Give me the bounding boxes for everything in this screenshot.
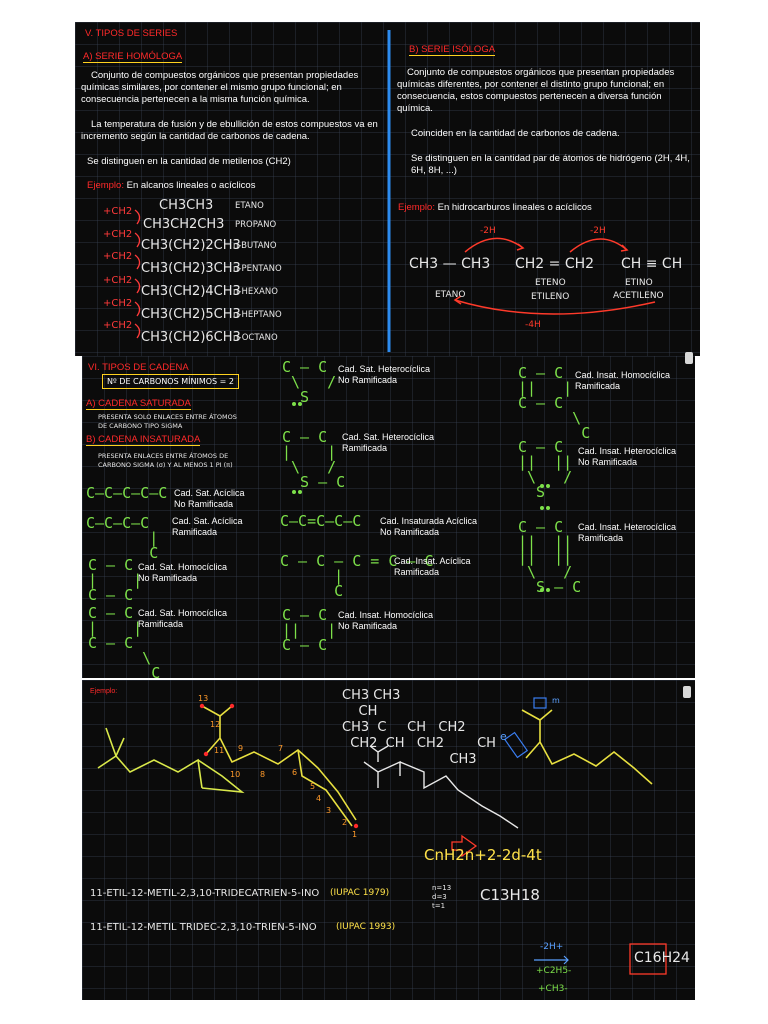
condensed-formula: CH3 CH3 CH CH3 C CH CH2 CH2 CH CH2 CH CH… <box>342 688 496 768</box>
skeletal-sketch-3 <box>522 710 652 784</box>
arrow-label-3: -4H <box>525 320 541 330</box>
label-insat-hetero-ram: Cad. Insat. Heterocíclica Ramificada <box>578 522 676 544</box>
etino-name: ETINO <box>625 278 653 288</box>
chain-number-13: 13 <box>198 694 208 703</box>
ejemplo-panel: Ejemplo: CH3 CH3 CH CH3 C <box>82 680 695 1000</box>
isologa-heading: B) SERIE ISÓLOGA <box>409 44 495 56</box>
isologa-heading-text: B) SERIE ISÓLOGA <box>409 44 495 56</box>
label-insat-homo-ram: Cad. Insat. Homocíclica Ramificada <box>575 370 670 392</box>
eteno-formula: CH2 = CH2 <box>515 256 594 272</box>
isologa-paragraph-2: Coinciden en la cantidad de carbonos de … <box>411 128 696 140</box>
label-insat-aciclica-noram: Cad. Insaturada Acíclica No Ramificada <box>380 516 477 538</box>
label-insat-hetero-noram: Cad. Insat. Heterocíclica No Ramificada <box>578 446 676 468</box>
op-add-methyl: +CH3- <box>538 984 568 994</box>
skeletal-sketch-2 <box>202 706 356 820</box>
iupac-1979: (IUPAC 1979) <box>330 888 389 898</box>
formula-params: n=13 d=3 t=1 <box>432 884 451 911</box>
arrow-label-2: -2H <box>590 226 606 236</box>
cadena-panel: VI. TIPOS DE CADENA Nº DE CARBONOS MÍNIM… <box>82 356 695 678</box>
isologa-paragraph-3: Se distinguen en la cantidad par de átom… <box>411 153 691 177</box>
iupac-1993: (IUPAC 1993) <box>336 922 395 932</box>
chain-number-6: 6 <box>292 768 297 777</box>
etileno-name: ETILENO <box>531 292 569 302</box>
skeletal-sketch-1 <box>98 728 202 788</box>
general-formula: CnH2n+2-2d-4t <box>424 846 542 864</box>
arrow-label-1: -2H <box>480 226 496 236</box>
chain-number-4: 4 <box>316 794 321 803</box>
panel-2-handle[interactable] <box>685 352 693 364</box>
chain-number-3: 3 <box>326 806 331 815</box>
isologa-example-label: Ejemplo: <box>398 202 435 213</box>
label-sat-homo-noram: Cad. Sat. Homocíclica No Ramificada <box>138 562 227 584</box>
mark-methyl: m <box>552 696 560 705</box>
label-sat-hetero-ram: Cad. Sat. Heterocíclica Ramificada <box>342 432 434 454</box>
isologa-example: Ejemplo: En hidrocarburos lineales o ací… <box>398 202 592 214</box>
label-sat-hetero-noram: Cad. Sat. Heterocíclica No Ramificada <box>338 364 430 386</box>
etano-formula: CH3 — CH3 <box>409 256 490 272</box>
chain-number-7: 7 <box>278 744 283 753</box>
label-insat-aciclica-ram: Cad. Insat. Acíclica Ramificada <box>394 556 471 578</box>
formula-result: C13H18 <box>480 886 540 904</box>
label-sat-aciclica-noram: Cad. Sat. Acíclica No Ramificada <box>174 488 245 510</box>
chain-number-12: 12 <box>210 720 220 729</box>
chain-number-5: 5 <box>310 782 315 791</box>
name-1993: 11-ETIL-12-METIL TRIDEC-2,3,10-TRIEN-5-I… <box>90 922 317 933</box>
chain-number-8: 8 <box>260 770 265 779</box>
chain-number-11: 11 <box>214 746 224 755</box>
eteno-name: ETENO <box>535 278 566 288</box>
isologa-example-text: En hidrocarburos lineales o acíclicos <box>438 202 592 213</box>
name-1979: 11-ETIL-12-METIL-2,3,10-TRIDECATRIEN-5-I… <box>90 888 319 899</box>
isologa-paragraph-1: Conjunto de compuestos orgánicos que pre… <box>397 67 697 115</box>
acetileno-name: ACETILENO <box>613 291 664 301</box>
label-sat-aciclica-ram: Cad. Sat. Acíclica Ramificada <box>172 516 243 538</box>
label-sat-homo-ram: Cad. Sat. Homocíclica Ramificada <box>138 608 227 630</box>
label-insat-homo-noram: Cad. Insat. Homocíclica No Ramificada <box>338 610 433 632</box>
op-add-ethyl: +C2H5- <box>536 966 571 976</box>
etino-formula: CH ≡ CH <box>621 256 682 272</box>
chain-number-2: 2 <box>342 818 347 827</box>
etano-name: ETANO <box>435 290 465 300</box>
final-formula: C16H24 <box>634 950 690 966</box>
series-panel: V. TIPOS DE SERIES A) SERIE HOMÓLOGA Con… <box>75 22 700 356</box>
chain-number-9: 9 <box>238 744 243 753</box>
chain-number-1: 1 <box>352 830 357 839</box>
op-remove-h: -2H+ <box>540 942 563 952</box>
mark-ethyl: e <box>500 730 507 743</box>
panel-3-handle[interactable] <box>683 686 691 698</box>
chain-number-10: 10 <box>230 770 240 779</box>
